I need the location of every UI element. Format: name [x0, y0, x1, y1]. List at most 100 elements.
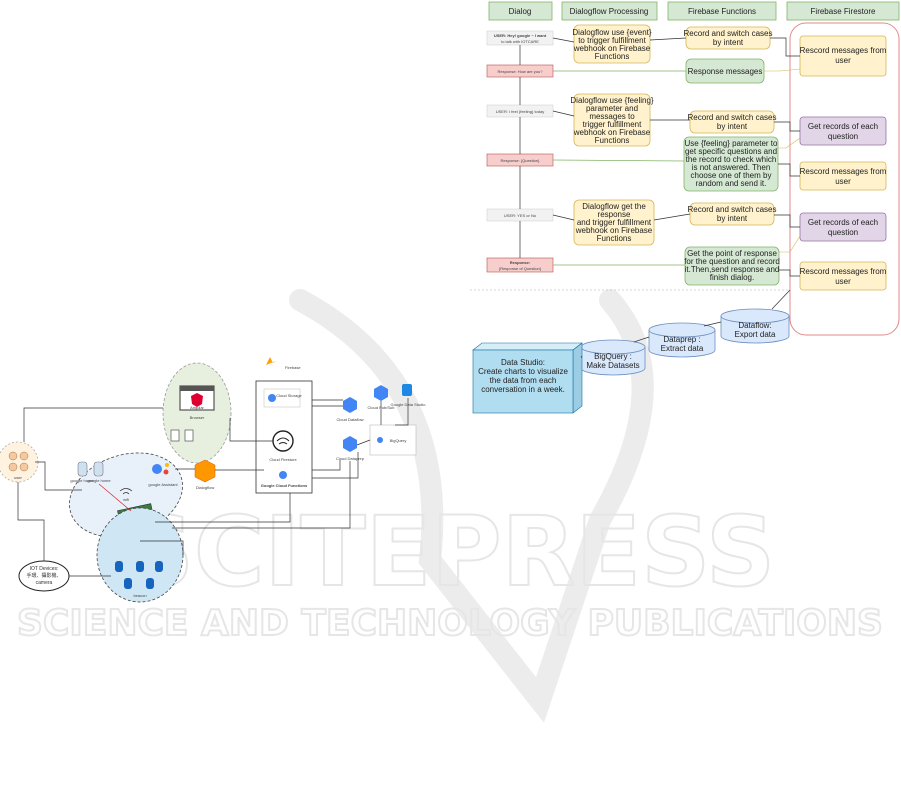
- dialogflow-box-3-line3: and trigger fulfillment: [577, 218, 652, 227]
- user-avatar-icon: [8, 451, 18, 461]
- cloud-dataprep-icon: [343, 436, 357, 452]
- google-assistant-icon: [152, 464, 162, 474]
- dialogflow-box-2-line6: Functions: [595, 136, 630, 145]
- header-firestore: [786, 1, 900, 21]
- google-home-icon: [77, 461, 88, 477]
- user-utterance-3-text: USER: YES or No: [504, 213, 537, 218]
- firestore-box-4-line1: Get records of each: [808, 218, 878, 227]
- response-box-1-text: Response: How are you?: [498, 69, 544, 74]
- watermark-title: SCITEPRESS: [125, 496, 775, 608]
- functions-box-5-line1: Get the point of response: [687, 249, 777, 258]
- bigquery-line1: BigQuery :: [594, 352, 632, 361]
- cloud-functions-icon: [279, 471, 287, 479]
- data-studio-label-small: Google Data Studio: [391, 402, 427, 407]
- dialogflow-box-2-line4: trigger fulfillment: [583, 120, 642, 129]
- dialogflow-box-2-line3: messages to: [589, 112, 635, 121]
- cloud-firestore-icon: [272, 430, 294, 452]
- bluetooth-icon: [115, 561, 123, 572]
- dataprep-line2: Extract data: [661, 344, 704, 353]
- watermark: SCITEPRESS SCIENCE AND TECHNOLOGY PUBLIC…: [16, 289, 884, 723]
- header-dialog: [488, 1, 553, 21]
- functions-box-3-line3: the record to check which: [686, 155, 777, 164]
- bigquery-icon: [377, 437, 383, 443]
- dialogflow-box-2-line1: Dialogflow use {feeling}: [570, 96, 653, 105]
- bluetooth-icon: [124, 578, 132, 589]
- firestore-box-5-line2: user: [835, 277, 851, 286]
- cloud-firestore-label: Cloud Firestore: [269, 457, 297, 462]
- header-firestore-label: Firebase Firestore: [811, 7, 876, 16]
- functions-box-5-line4: finish dialog.: [710, 273, 754, 282]
- cloud-storage-icon: [268, 394, 276, 402]
- header-dialog-label: Dialog: [509, 7, 532, 16]
- dialogflow-box-1-line4: Functions: [595, 52, 630, 61]
- dataflow-line2: Export data: [735, 330, 776, 339]
- angular-label: Angular: [190, 405, 204, 410]
- dialogflow-box-1-line1: Dialogflow use {event}: [572, 28, 651, 37]
- data-studio-line3: the data from each: [490, 376, 557, 385]
- dataflow-cylinder-top: [720, 308, 790, 324]
- functions-box-3-line6: random and send it.: [696, 179, 767, 188]
- header-dialogflow: [561, 1, 658, 21]
- functions-box-1-line1: Record and switch cases: [684, 29, 773, 38]
- response-box-2-text: Response: {Question}: [501, 158, 541, 163]
- cloud-dataprep-label: Cloud Dataprep: [336, 456, 365, 461]
- header-dialogflow-label: Dialogflow Processing: [570, 7, 649, 16]
- firestore-return-connectors: [764, 68, 801, 253]
- bigquery-line2: Make Datasets: [586, 361, 639, 370]
- dialogflow-box-3-line5: Functions: [597, 234, 632, 243]
- iot-devices-line3: camera: [36, 580, 53, 586]
- firestore-lane: [789, 22, 900, 336]
- google-assistant-icon-dot: [165, 463, 169, 467]
- browser-group: [162, 362, 232, 464]
- beacon-label: beacon: [133, 593, 146, 598]
- angular-icon: [191, 393, 203, 407]
- user-avatar-icon: [19, 451, 29, 461]
- data-studio-line1: Data Studio:: [501, 358, 545, 367]
- dataprep-cylinder-top: [648, 322, 716, 338]
- architecture-connectors: [17, 398, 409, 577]
- cloud-dataflow-icon: [343, 397, 357, 413]
- dialogflow-label: Dialogflow: [196, 485, 215, 490]
- browser-label: Browser: [190, 415, 205, 420]
- firestore-box-1-line1: Rescord messages from: [800, 46, 887, 55]
- functions-box-1-line2: by intent: [713, 38, 744, 47]
- cloud-functions-label: Google Cloud Functions: [261, 483, 308, 488]
- dataprep-line1: Dataprep :: [663, 335, 700, 344]
- functions-box-4-line1: Record and switch cases: [688, 205, 777, 214]
- user-avatar-icon: [19, 462, 29, 472]
- dataflow-cylinder: [720, 316, 790, 344]
- functions-box-3-line4: is not answered. Then: [692, 163, 771, 172]
- cloud-firestore-icon-detail: [276, 437, 290, 445]
- response-connectors: [552, 70, 686, 266]
- firebase-label: Firebase: [285, 365, 301, 370]
- functions-box-3-line1: Use {feeling} parameter to: [685, 139, 778, 148]
- dialogflow-box-1-line3: webhook on Firebase: [573, 44, 651, 53]
- google-home-icon: [93, 461, 104, 477]
- architecture-diagram: Angular Browser user google home google …: [0, 357, 427, 603]
- functions-box-3-line5: choose one of them by: [691, 171, 772, 180]
- firestore-box-1-line2: user: [835, 56, 851, 65]
- dialogflow-icon: [194, 459, 216, 483]
- firestore-box-2-line2: question: [828, 132, 858, 141]
- response-box-3-line2: {Response of Question}: [499, 266, 542, 271]
- user-utterance-1-line1: USER: Hey! google ~ I want: [494, 33, 547, 38]
- header-firebase-functions: [667, 1, 777, 21]
- dialogflow-box-3-line2: response: [598, 210, 631, 219]
- user-utterance-1-line2: to talk with IOTCARE: [501, 39, 539, 44]
- google-home-label-2: google home: [87, 478, 111, 483]
- google-assistant-icon-dot: [163, 469, 169, 475]
- dialogflow-box-2-line5: webhook on Firebase: [573, 128, 651, 137]
- bluetooth-icons: [115, 561, 163, 589]
- wifi-label: wifi: [123, 497, 129, 502]
- user-avatar-icon: [8, 462, 18, 472]
- functions-box-5-line2: for the question and record: [684, 257, 780, 266]
- google-assistant-label: google Assistant: [148, 482, 178, 487]
- data-studio-box: [472, 349, 574, 414]
- header-firebase-functions-label: Firebase Functions: [688, 7, 756, 16]
- pipeline-connectors: [580, 289, 791, 359]
- watermark-subtitle: SCIENCE AND TECHNOLOGY PUBLICATIONS: [17, 603, 883, 644]
- dialogflow-box-3: [573, 199, 655, 246]
- google-home-label-1: google home: [70, 478, 94, 483]
- data-studio-box-side: [572, 342, 583, 414]
